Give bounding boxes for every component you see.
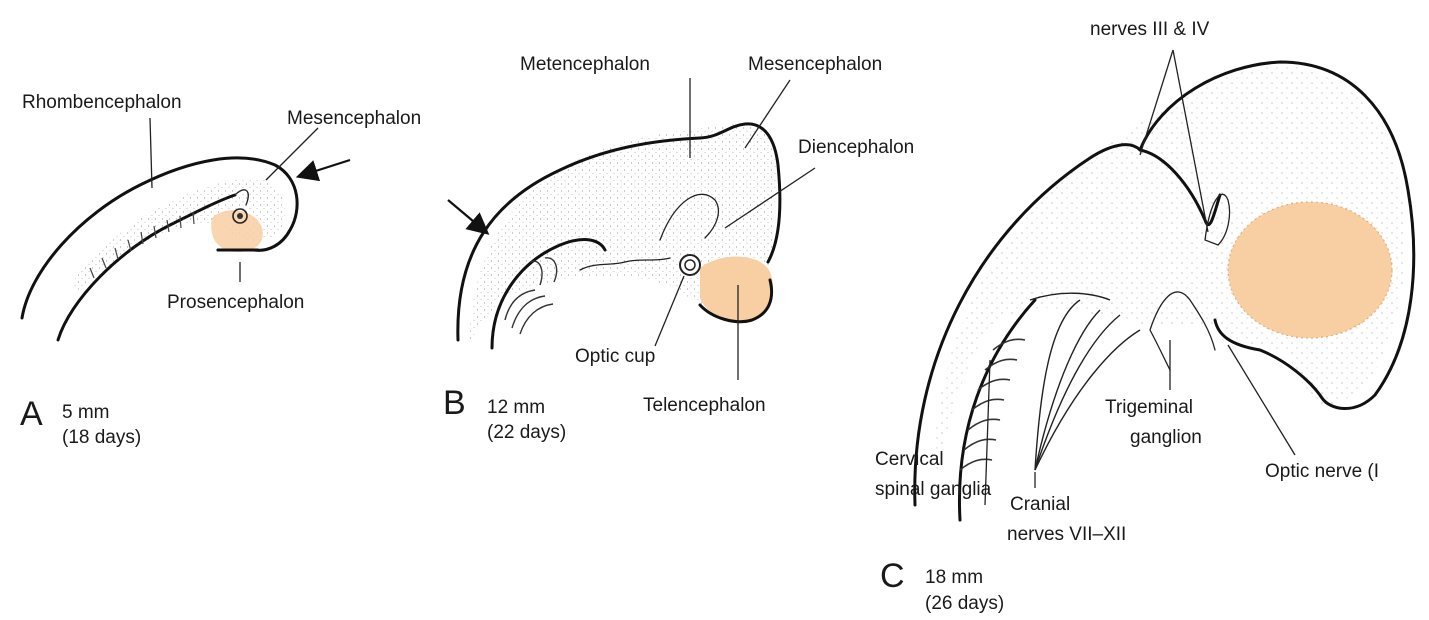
panel-a-size: 5 mm xyxy=(62,402,110,423)
panel-b-age: (22 days) xyxy=(487,422,566,443)
panel-b-size: 12 mm xyxy=(487,397,545,418)
panel-c: nerves III & IV Trigeminal ganglion Opti… xyxy=(875,19,1414,614)
label-cranial-1: Cranial xyxy=(1010,494,1070,515)
label-cervical-1: Cervical xyxy=(875,449,944,470)
label-trigeminal-1: Trigeminal xyxy=(1105,397,1193,418)
panel-b-telencephalon-fill xyxy=(700,256,773,320)
label-cervical-2: spinal ganglia xyxy=(875,479,992,500)
panel-a: Rhombencephalon Mesencephalon Prosenceph… xyxy=(20,92,421,448)
label-nerves-3-4: nerves III & IV xyxy=(1090,19,1210,40)
label-prosencephalon: Prosencephalon xyxy=(167,292,304,313)
label-telencephalon: Telencephalon xyxy=(643,395,766,416)
panel-c-age: (26 days) xyxy=(925,593,1004,614)
panel-b-arrow xyxy=(448,200,486,232)
panel-a-age: (18 days) xyxy=(62,427,141,448)
label-trigeminal-2: ganglion xyxy=(1130,427,1202,448)
panel-c-telencephalon-fill xyxy=(1228,202,1392,338)
panel-b-letter: B xyxy=(443,384,466,422)
label-metencephalon: Metencephalon xyxy=(520,54,650,75)
label-mesencephalon-b: Mesencephalon xyxy=(748,54,882,75)
panel-b: Metencephalon Mesencephalon Diencephalon… xyxy=(443,54,914,443)
label-optic-cup: Optic cup xyxy=(575,346,655,367)
panel-a-letter: A xyxy=(20,395,43,433)
label-mesencephalon-a: Mesencephalon xyxy=(287,108,421,129)
label-cranial-2: nerves VII–XII xyxy=(1007,524,1126,545)
label-optic-nerve: Optic nerve (I xyxy=(1265,461,1379,482)
label-rhombencephalon: Rhombencephalon xyxy=(22,92,182,113)
label-diencephalon: Diencephalon xyxy=(798,137,914,158)
panel-c-size: 18 mm xyxy=(925,567,983,588)
panel-b-optic-cup xyxy=(680,255,700,275)
panel-a-arrow xyxy=(300,160,350,176)
panel-c-letter: C xyxy=(880,557,905,595)
